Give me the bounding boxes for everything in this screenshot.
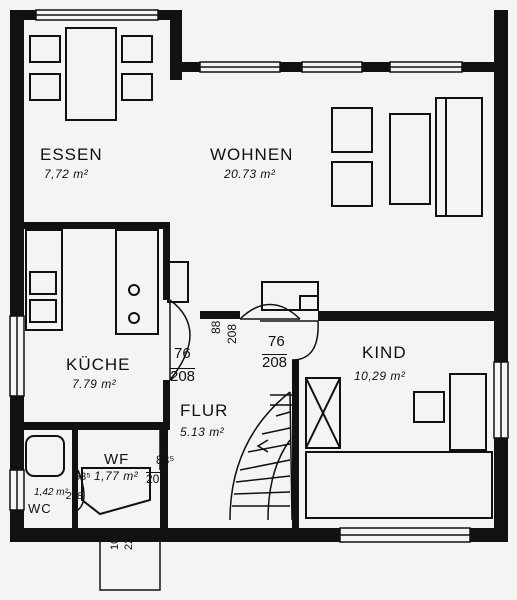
staircase — [229, 391, 293, 521]
door-width-kind: 76 — [268, 333, 285, 350]
bed — [305, 451, 493, 519]
door-wohnen-swing — [239, 303, 301, 320]
door-width-wf-side: 63⁵ — [74, 471, 91, 483]
stove-burner — [128, 284, 140, 296]
room-name-essen: ESSEN — [40, 145, 103, 164]
door-kind-swing — [291, 320, 319, 361]
door-kueche-swing — [169, 299, 191, 381]
wall-kueche-bath — [20, 422, 170, 430]
door-height-wohnen: 208 — [225, 323, 239, 344]
doors — [77, 299, 319, 591]
kitchen-sink — [29, 299, 57, 323]
wardrobe — [305, 377, 341, 449]
wall-west — [10, 10, 24, 540]
coffee-table — [389, 113, 431, 205]
sofa — [435, 97, 483, 217]
door-height-kueche: 208 — [170, 368, 196, 385]
door-width-entry: 101 — [109, 531, 121, 550]
fireplace-box — [299, 295, 319, 311]
wall-east — [494, 10, 508, 540]
stair-arrow — [256, 439, 269, 453]
entry-steps — [99, 540, 161, 591]
wall-wohnen-flur — [200, 311, 240, 319]
walls — [10, 10, 508, 542]
windows — [9, 9, 509, 543]
room-area-kind: 10,29 m² — [354, 369, 406, 383]
kitchen-counter-right — [115, 229, 159, 335]
wall-kueche-wohnen — [163, 222, 170, 300]
room-name-kueche: KÜCHE — [66, 355, 131, 374]
wall-kueche-flur — [163, 380, 170, 430]
stair-outer — [289, 391, 293, 521]
room-name-kind: KIND — [362, 343, 407, 362]
kitchen-counter-left — [25, 229, 63, 331]
stair-handrail — [267, 439, 291, 521]
door-width-kueche: 76 — [174, 345, 191, 362]
room-area-kueche: 7.79 m² — [72, 377, 117, 391]
room-area-flur: 5.13 m² — [180, 425, 225, 439]
dining-table — [65, 27, 117, 121]
door-wc-swing — [77, 469, 85, 511]
wall-wf-flur — [160, 430, 168, 530]
furniture — [25, 27, 493, 519]
room-name-wc: WC — [28, 501, 52, 516]
armchair — [331, 161, 373, 207]
wall-wohnen-kind — [318, 311, 494, 321]
room-name-wohnen: WOHNEN — [210, 145, 294, 164]
room-area-wohnen: 20.73 m² — [224, 167, 276, 181]
desk — [449, 373, 487, 451]
dining-chair — [29, 35, 61, 63]
armchair — [331, 107, 373, 153]
dining-chair — [29, 73, 61, 101]
chimney — [167, 261, 189, 303]
wall-flur-kind — [292, 360, 299, 530]
toilet — [25, 435, 65, 477]
desk-chair — [413, 391, 445, 423]
room-name-wf: WF — [104, 451, 130, 468]
door-height-kind: 208 — [262, 354, 288, 371]
door-height-entry: 226 — [123, 531, 135, 550]
kitchen-sink — [29, 271, 57, 295]
room-area-wc: 1,42 m² — [34, 487, 68, 498]
room-name-flur: FLUR — [180, 401, 229, 420]
dining-chair — [121, 35, 153, 63]
door-height-wf: 208 — [146, 472, 167, 486]
wall-essen-kueche — [24, 222, 170, 229]
room-area-wf: 1,77 m² — [94, 469, 139, 483]
wall-wc-wf — [72, 430, 78, 530]
door-height-wc: 208 — [66, 491, 83, 502]
room-area-essen: 7,72 m² — [44, 167, 89, 181]
washbasin — [81, 467, 151, 516]
stove-burner — [128, 312, 140, 324]
stair-inner-curve — [229, 391, 291, 521]
dining-chair — [121, 73, 153, 101]
door-width-wf: 88⁵ — [156, 453, 175, 467]
door-width-wohnen: 88 — [209, 320, 223, 334]
